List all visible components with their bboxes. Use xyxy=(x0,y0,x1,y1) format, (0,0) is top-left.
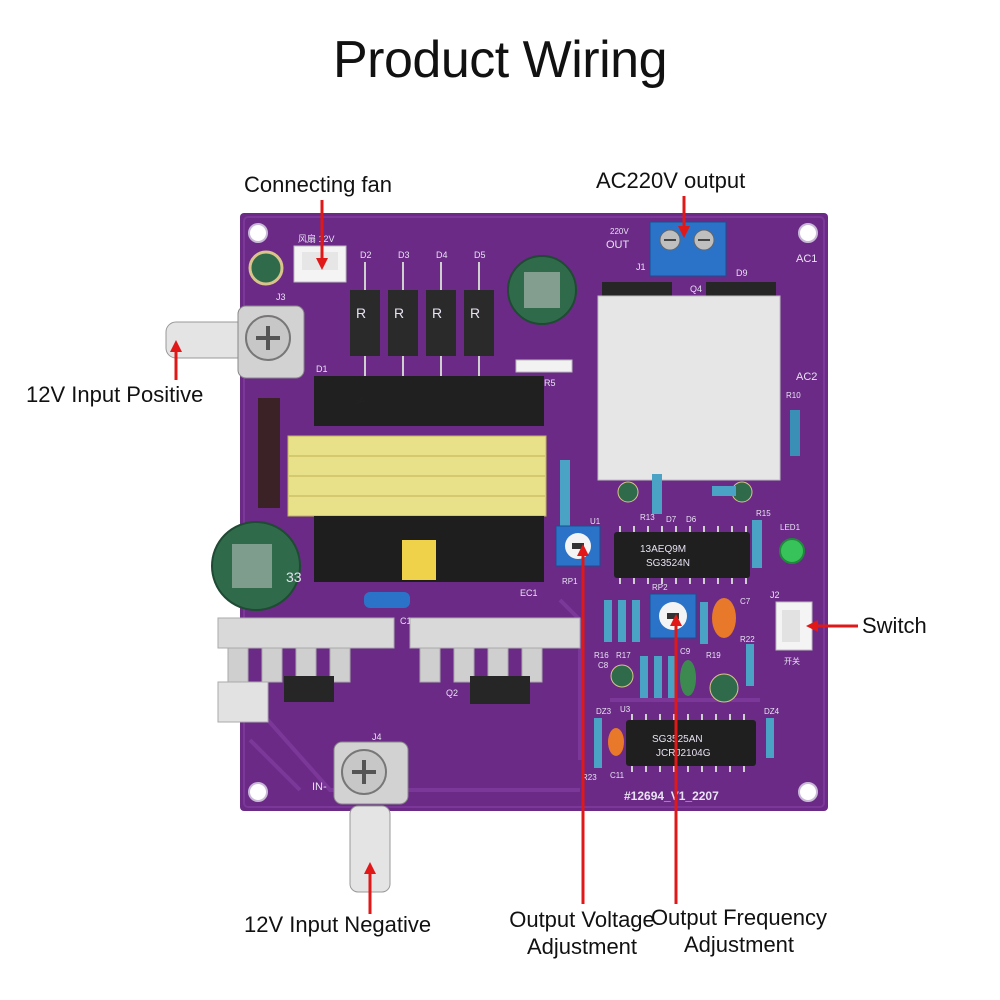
capacitor-large-right xyxy=(709,673,739,703)
silk-r5: R5 xyxy=(544,378,556,388)
trimpot-rp1 xyxy=(555,525,601,567)
silk-sw: 开关 xyxy=(784,656,800,666)
diode-mark-1: R xyxy=(356,305,366,321)
silk-d7: D7 xyxy=(666,515,677,524)
diode-row xyxy=(350,262,494,380)
silk-c11: C11 xyxy=(610,771,625,780)
mounting-holes xyxy=(248,223,818,802)
resistor-bank xyxy=(594,600,774,768)
silk-d2: D2 xyxy=(360,250,372,260)
silk-q4: Q4 xyxy=(690,284,702,294)
silk-q2: Q2 xyxy=(446,688,458,698)
label-input-positive: 12V Input Positive xyxy=(26,382,204,407)
capacitor-c1 xyxy=(364,592,410,608)
trimpot-rp2 xyxy=(649,593,697,639)
silk-r10: R10 xyxy=(786,391,801,400)
silk-fuse: 3A xyxy=(352,395,366,407)
capacitor-c7 xyxy=(712,598,736,638)
silk-led1: LED1 xyxy=(780,523,801,532)
ic-sg3524n xyxy=(614,526,750,584)
silk-c1: C1 xyxy=(400,616,412,626)
label-voltage-adjustment: Output Voltage Adjustment xyxy=(462,906,702,960)
ic2-code: JCRJ2104G xyxy=(656,748,711,759)
silk-c8: C8 xyxy=(598,661,609,670)
label-freq-line2: Adjustment xyxy=(683,932,795,957)
silk-220v: 220V xyxy=(610,227,629,236)
silk-rp1: RP1 xyxy=(562,577,578,586)
silk-r17: R17 xyxy=(616,651,631,660)
label-freq-line1: Output Frequency xyxy=(650,905,828,930)
silk-ac2: AC2 xyxy=(796,371,817,383)
silk-d5: D5 xyxy=(474,250,486,260)
label-frequency-adjustment: Output Frequency Adjustment xyxy=(628,904,850,958)
ac-output-terminal xyxy=(649,221,727,277)
ic-sg3525an xyxy=(626,714,756,772)
silk-c7: C7 xyxy=(740,597,751,606)
input-positive-lug xyxy=(165,305,305,379)
page-title: Product Wiring xyxy=(333,31,668,89)
pcb-id: #12694_V1_2207 xyxy=(624,789,719,803)
silk-j3: J3 xyxy=(276,292,286,302)
silk-dz3: DZ3 xyxy=(596,707,612,716)
silk-ec1: EC1 xyxy=(520,588,538,598)
silk-u3: U3 xyxy=(620,705,631,714)
capacitor-c11 xyxy=(608,728,624,756)
fuse-holder xyxy=(258,398,280,508)
silk-c9: C9 xyxy=(680,647,691,656)
label-switch: Switch xyxy=(862,613,927,638)
silk-u1: U1 xyxy=(590,517,601,526)
output-heat-plate xyxy=(597,282,781,481)
small-components xyxy=(560,460,762,568)
silk-j1: J1 xyxy=(636,262,646,272)
silk-r13: R13 xyxy=(640,513,655,522)
label-connecting-fan: Connecting fan xyxy=(244,172,392,197)
ic1-code: 13AEQ9M xyxy=(640,544,686,555)
silk-r16: R16 xyxy=(594,651,609,660)
silk-ac1: AC1 xyxy=(796,253,817,265)
label-voltage-line2: Adjustment xyxy=(526,934,638,959)
silk-r19: R19 xyxy=(706,651,721,660)
silk-d3: D3 xyxy=(398,250,410,260)
ic1-label: SG3524N xyxy=(646,558,690,569)
capacitor-c9 xyxy=(680,660,696,696)
silk-dz4: DZ4 xyxy=(764,707,780,716)
label-ac-output: AC220V output xyxy=(596,168,746,193)
silk-j2: J2 xyxy=(770,590,780,600)
capacitor-c8 xyxy=(610,664,634,688)
led-indicator xyxy=(779,538,805,564)
arrows xyxy=(170,196,858,914)
silk-d4: D4 xyxy=(436,250,448,260)
label-voltage-line1: Output Voltage xyxy=(509,907,655,932)
silk-cap-value: 33 xyxy=(286,569,302,585)
diode-mark-2: R xyxy=(394,305,404,321)
silk-r15: R15 xyxy=(756,509,771,518)
silk-d1: D1 xyxy=(316,364,328,374)
silk-r23: R23 xyxy=(582,773,597,782)
silk-out: OUT xyxy=(606,239,630,251)
resistor-r5 xyxy=(515,359,573,373)
silk-r22: R22 xyxy=(740,635,755,644)
silk-d9: D9 xyxy=(736,268,748,278)
silk-in-neg: IN- xyxy=(312,781,327,793)
diode-mark-4: R xyxy=(470,305,480,321)
filter-capacitor-top xyxy=(507,255,577,325)
silk-fan: 风扇 12V xyxy=(298,233,335,244)
silk-j4: J4 xyxy=(372,732,382,742)
filter-capacitor-left xyxy=(211,521,301,611)
small-capacitor xyxy=(248,250,284,286)
label-input-negative: 12V Input Negative xyxy=(244,912,432,937)
transformer xyxy=(287,435,547,582)
diode-mark-3: R xyxy=(432,305,442,321)
resistor-r10 xyxy=(790,410,800,456)
silk-rp2: RP2 xyxy=(652,583,668,592)
input-negative-lug xyxy=(333,741,409,893)
transformer-top-core xyxy=(314,376,544,426)
heatsink-right xyxy=(409,617,581,704)
silk-d6: D6 xyxy=(686,515,697,524)
heatsink-left xyxy=(217,617,395,723)
